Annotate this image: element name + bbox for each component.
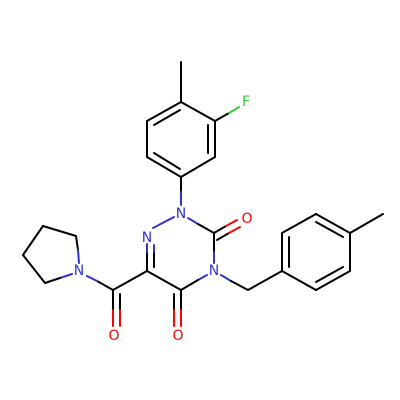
bond-ring-b-2 [281, 213, 317, 234]
bond-pyr-c2-c3 [22, 225, 44, 256]
bond-c-f-carbon [214, 112, 230, 122]
bond-pyr-n-c1-n [59, 273, 73, 279]
bond-pyr-c4-n-c [75, 235, 79, 251]
bond-n4-ch2-c [230, 280, 249, 291]
bond-ring-a-4 [146, 156, 182, 178]
bond-c6-carbonyl [112, 270, 148, 291]
bond-c3-o-c-2 [216, 232, 230, 241]
atom-oxygen-carbonyl: O [108, 328, 119, 344]
atom-nitrogen-n4: N [209, 263, 219, 279]
atom-oxygen-c5: O [172, 328, 183, 344]
bond-c3-o-c [213, 225, 227, 234]
bond-n1-c2-c [197, 223, 215, 234]
bond-n1-c2-n [187, 217, 199, 225]
atom-nitrogen-n1: N [176, 206, 186, 222]
atom-nitrogen-n2: N [142, 230, 152, 246]
bond-n2-n1 [152, 216, 175, 229]
bond-n4-c5-c [180, 279, 199, 291]
bond-ring-a-6-inner [153, 109, 181, 126]
bond-ring-a-1 [180, 101, 216, 122]
bond-ring-b-3-inner [315, 221, 344, 238]
atom-labels: F N N N N O O O [74, 94, 253, 344]
bond-ring-b-6 [281, 270, 317, 291]
bond-pyr-c4-n-n [77, 249, 80, 264]
bond-c3-o-o [225, 219, 238, 227]
bond-n4-c5-n [197, 274, 208, 281]
atom-nitrogen-pyrrolidine: N [74, 263, 84, 279]
bond-ring-b-5-inner [315, 266, 344, 283]
bond-n4-ch2-n [220, 274, 232, 282]
atom-fluorine: F [242, 94, 250, 110]
bonds [22, 61, 384, 327]
bond-ring-a-3 [180, 156, 216, 178]
bond-c-f-fluorine [228, 106, 240, 114]
bond-ch2-aryl [247, 270, 283, 291]
bond-ring-b-5 [315, 270, 351, 291]
bond-pyr-n-c1-c [44, 277, 61, 284]
bond-pyr-c3-c4 [42, 225, 77, 237]
bond-ring-a-6 [146, 101, 182, 122]
bond-tolyl-methyl [349, 213, 384, 234]
bond-carbonyl-npyr-c [96, 280, 114, 291]
bond-c5-c6 [146, 270, 182, 291]
bond-pyr-c1-c2 [22, 254, 46, 284]
bond-ring-a-4-inner [153, 152, 181, 170]
bond-c3-o-o-2 [228, 226, 241, 234]
bond-ring-b-3 [315, 213, 351, 234]
bond-carbonyl-npyr-n [86, 275, 98, 282]
atom-oxygen-c3: O [241, 211, 252, 227]
